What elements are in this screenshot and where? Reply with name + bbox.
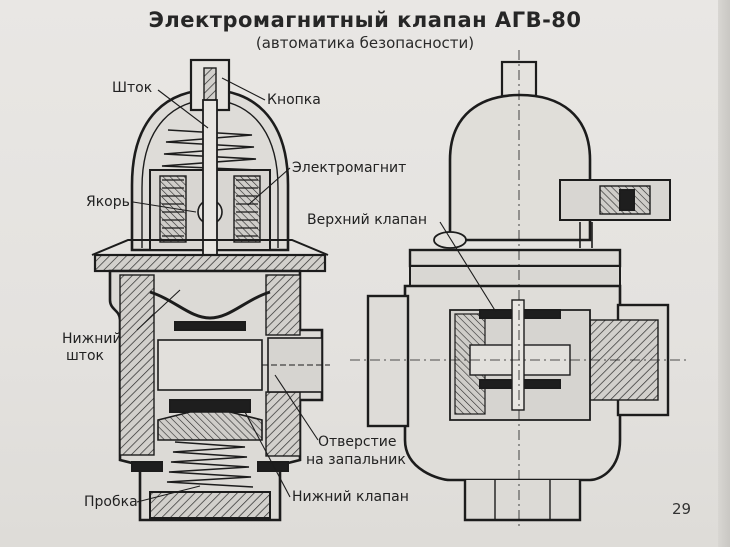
external-nut xyxy=(463,480,582,522)
external-view xyxy=(350,50,690,530)
lower-spring xyxy=(166,441,254,488)
label-knopka: Кнопка xyxy=(267,92,321,108)
plug xyxy=(149,491,271,519)
label-elektromagnit: Электромагнит xyxy=(292,160,407,176)
external-dome xyxy=(448,93,592,242)
upper-disc xyxy=(174,321,246,331)
label-otverstie-line2: на запальник xyxy=(306,452,406,468)
slide-frame-edge xyxy=(718,0,730,547)
label-yakor: Якорь xyxy=(86,194,130,210)
label-probka: Пробка xyxy=(84,494,138,510)
diagram-title: Электромагнитный клапан АГВ-80 xyxy=(148,8,582,32)
page-number: 29 xyxy=(672,500,692,518)
label-otverstie-line1: Отверстие xyxy=(318,434,397,450)
label-nizhniy-shtok-line2: шток xyxy=(66,348,104,364)
diagram-subtitle: (автоматика безопасности) xyxy=(255,34,475,52)
section-view xyxy=(91,58,330,522)
label-nizhniy-klapan: Нижний клапан xyxy=(292,489,409,505)
membrane xyxy=(149,290,271,320)
inlet-pipe xyxy=(366,294,410,428)
leader-lines xyxy=(132,77,497,503)
label-verkhniy-klapan: Верхний клапан xyxy=(307,212,428,228)
label-shtok: Шток xyxy=(112,80,153,96)
label-nizhniy-shtok-line1: Нижний xyxy=(62,331,122,347)
lower-valve-disc xyxy=(169,399,251,413)
external-flange xyxy=(408,248,622,268)
flange xyxy=(93,253,327,273)
